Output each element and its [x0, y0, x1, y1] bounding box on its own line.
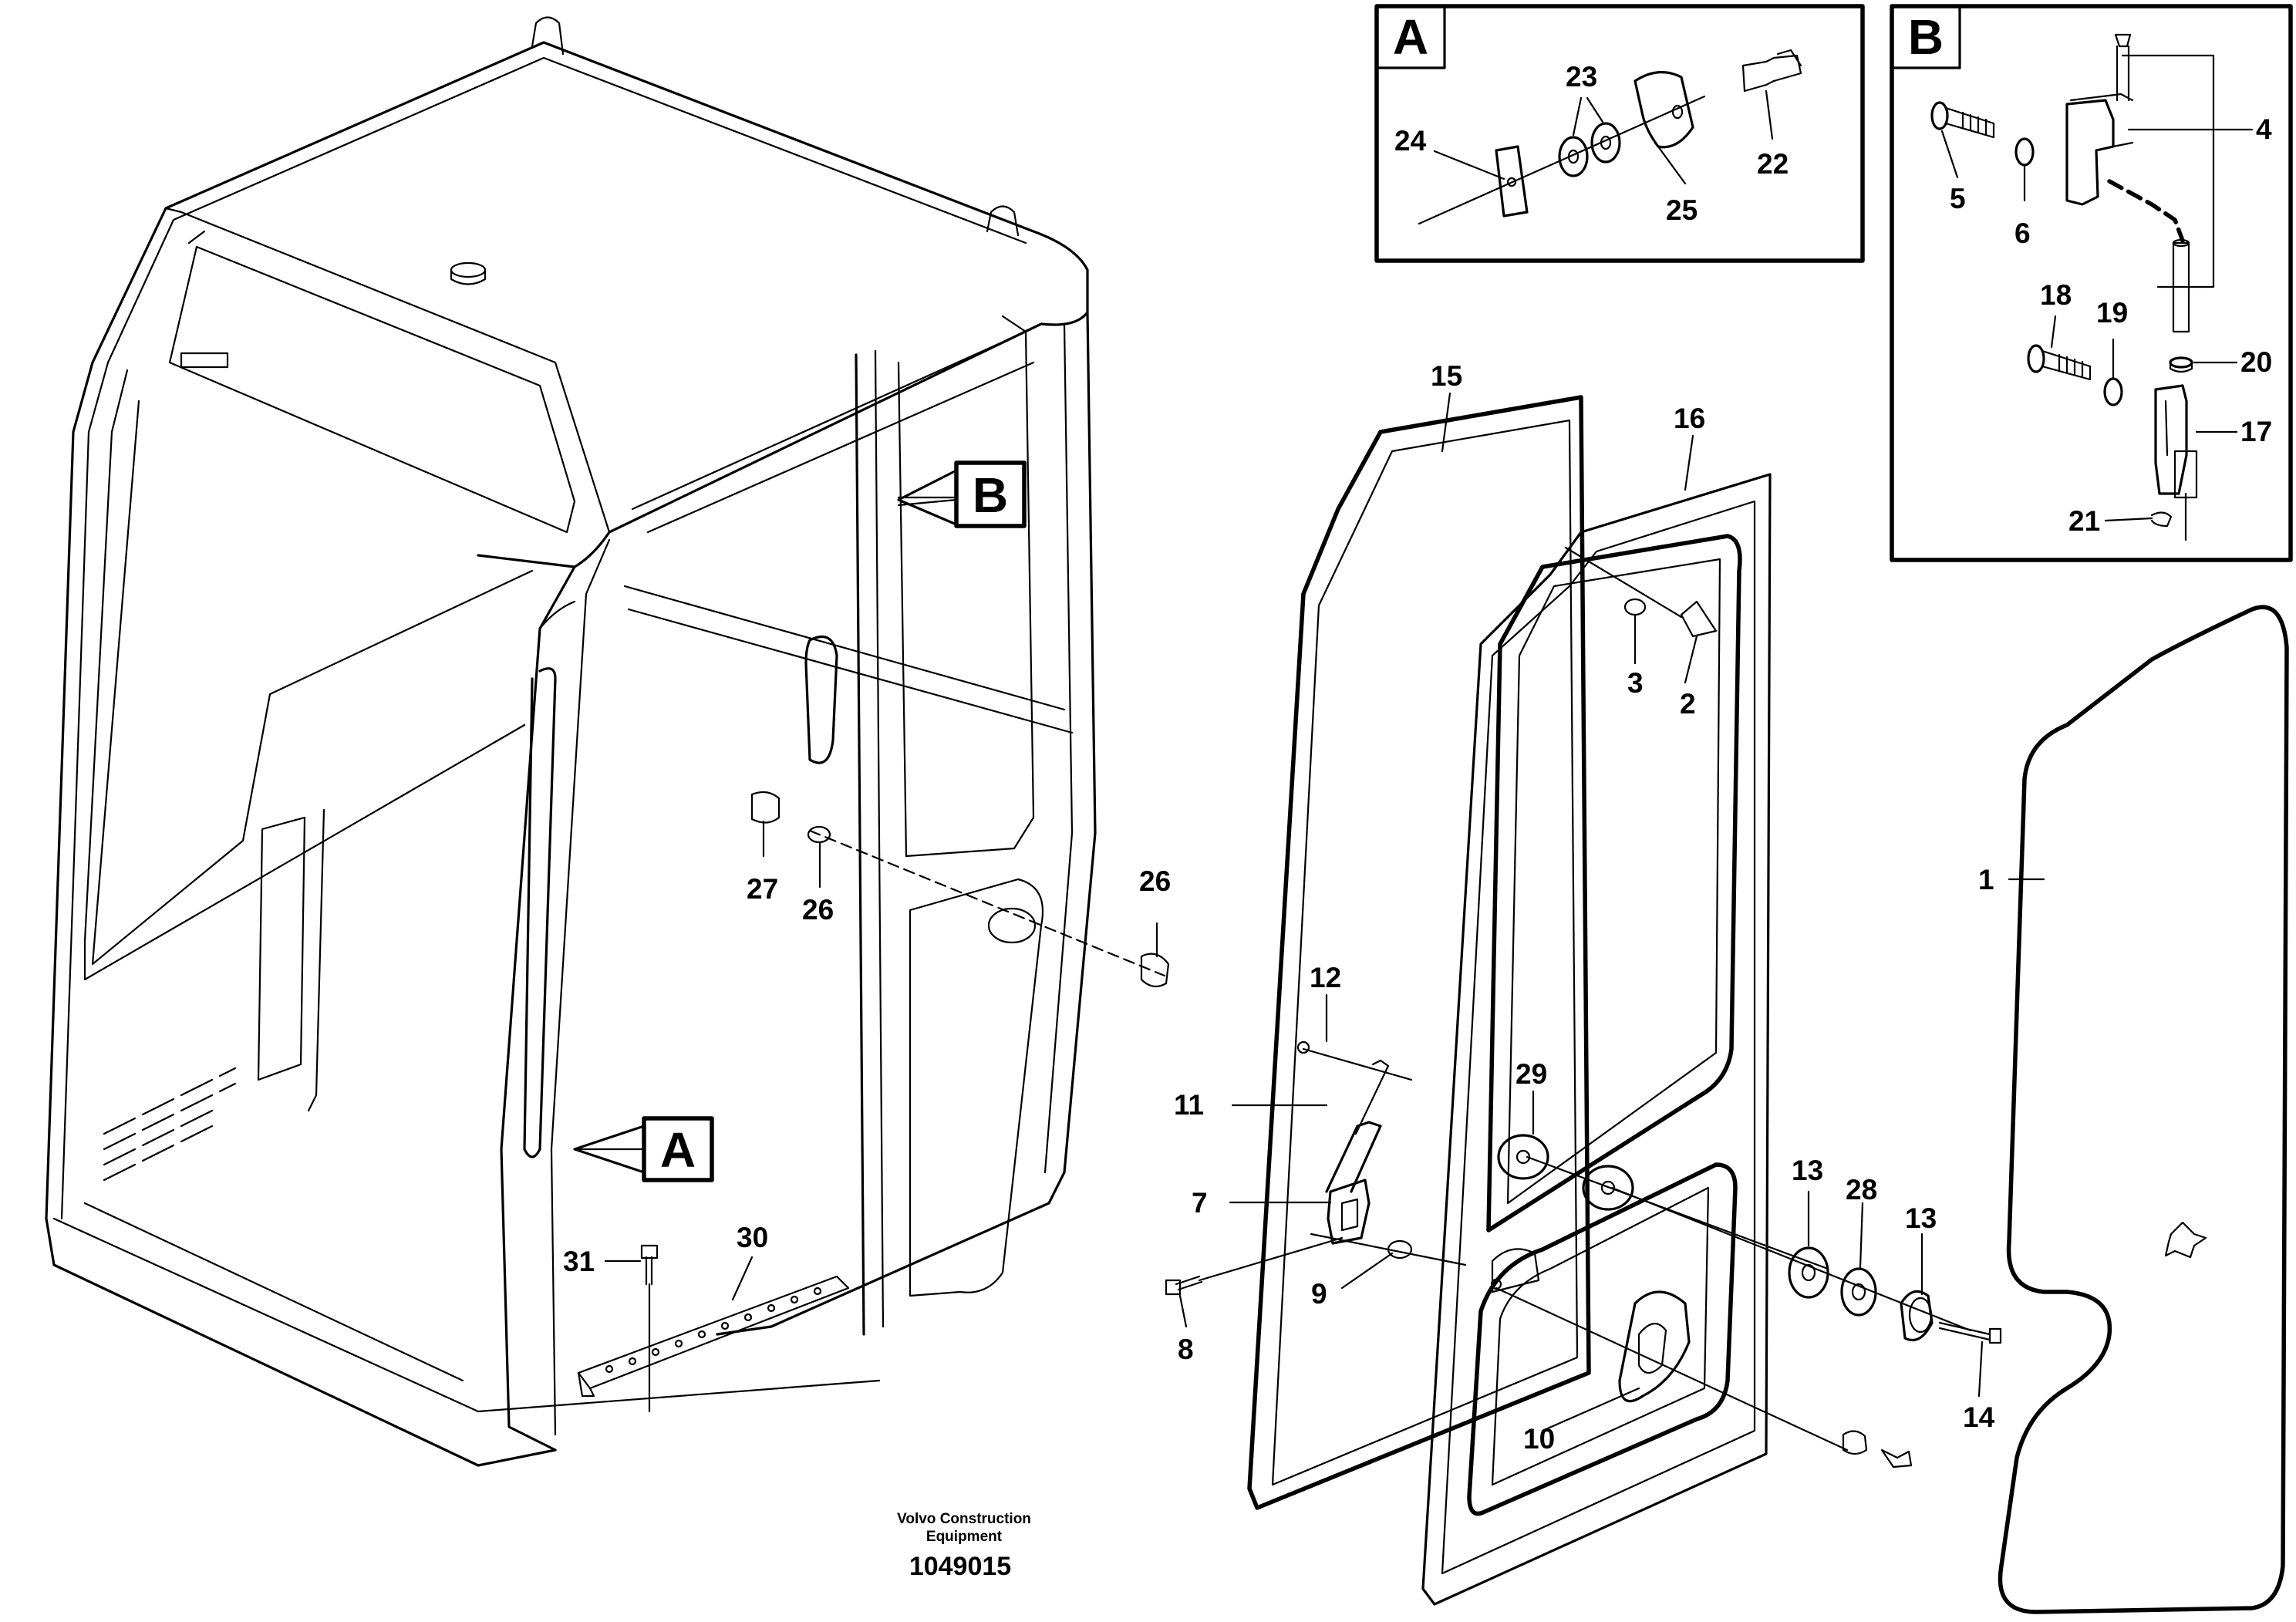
part-label-13-left: 13	[1792, 1155, 1823, 1186]
part-label-9: 9	[1311, 1278, 1327, 1310]
part-label-10: 10	[1523, 1423, 1555, 1455]
cab-drawing	[45, 16, 1170, 1467]
part-label-23: 23	[1566, 61, 1597, 93]
part-label-2: 2	[1680, 688, 1696, 720]
inset-a	[1374, 4, 1865, 263]
drawing-number: 1049015	[909, 1552, 1011, 1581]
callout-b-label: B	[973, 467, 1008, 523]
part-label-5: 5	[1950, 183, 1966, 214]
part-label-6: 6	[2014, 218, 2031, 249]
inset-b-letter: B	[1908, 9, 1944, 65]
door-seal-15	[1247, 395, 1591, 1510]
part-label-1: 1	[1978, 864, 1994, 895]
part-label-21: 21	[2068, 505, 2100, 537]
part-label-11: 11	[1174, 1089, 1204, 1121]
part-label-30: 30	[737, 1222, 768, 1253]
part-label-18: 18	[2040, 279, 2072, 311]
part-label-15: 15	[1431, 360, 1462, 392]
part-label-29: 29	[1515, 1058, 1547, 1090]
part-label-13-right: 13	[1905, 1202, 1937, 1234]
part-label-16: 16	[1674, 403, 1705, 434]
part-label-26-left: 26	[802, 894, 834, 926]
part-label-12: 12	[1310, 962, 1341, 993]
part-label-31: 31	[563, 1246, 595, 1277]
part-label-26-right: 26	[1139, 865, 1171, 897]
part-labels: 24 23 25 22 5 6 4 18 19 20 17 21 15 16 3…	[563, 61, 2272, 1455]
inset-a-letter: A	[1393, 9, 1428, 65]
company-name-line1: Volvo Construction	[897, 1511, 1031, 1527]
part-label-27: 27	[747, 873, 778, 905]
part-label-20: 20	[2240, 346, 2272, 378]
part-label-14: 14	[1963, 1401, 1995, 1433]
door-hardware	[1165, 546, 2002, 1469]
part-label-17: 17	[2240, 416, 2272, 447]
part-label-3: 3	[1627, 667, 1644, 699]
part-label-7: 7	[1192, 1187, 1208, 1219]
glass-panel-1	[1998, 605, 2289, 1614]
company-name-line2: Equipment	[926, 1529, 1003, 1545]
callout-box-a: A	[573, 1116, 714, 1182]
door-panel-16	[1421, 473, 1972, 1606]
inset-b	[1890, 4, 2293, 562]
part-label-19: 19	[2096, 297, 2128, 329]
part-label-25: 25	[1666, 194, 1698, 226]
callout-box-b: B	[897, 460, 1027, 528]
leader-lines	[573, 89, 2254, 1432]
part-label-4: 4	[2256, 113, 2272, 145]
footer: Volvo Construction Equipment 1049015	[897, 1511, 1031, 1581]
part-label-8: 8	[1178, 1334, 1194, 1365]
part-label-28: 28	[1846, 1174, 1877, 1206]
part-label-24: 24	[1394, 125, 1427, 157]
part-label-22: 22	[1757, 148, 1789, 180]
callout-a-label: A	[660, 1122, 696, 1178]
